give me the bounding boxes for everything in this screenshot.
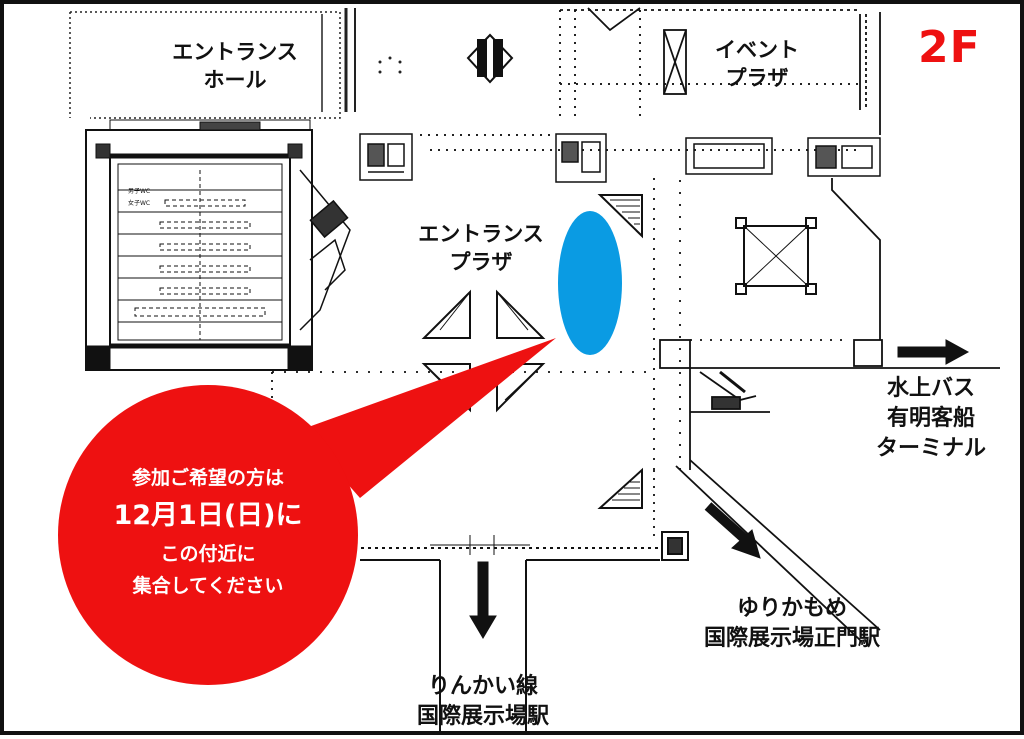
destination-line: ゆりかもめ bbox=[736, 596, 847, 621]
destination-line: 水上バス bbox=[886, 376, 975, 401]
area-label-entrance-plaza: エントランス プラザ bbox=[406, 220, 556, 276]
floor-level-label: 2F bbox=[918, 22, 981, 73]
upper-walkway-lines bbox=[420, 10, 860, 151]
destination-line: 国際展示場正門駅 bbox=[703, 626, 880, 651]
arrow-down-icon bbox=[469, 561, 497, 639]
area-label-line: プラザ bbox=[725, 66, 789, 90]
building-edges bbox=[271, 178, 1000, 641]
arrow-right-icon bbox=[897, 339, 970, 365]
plaza-triangles bbox=[421, 194, 643, 509]
restroom-women-label: 女子WC bbox=[128, 200, 151, 207]
destination-yurikamome: ゆりかもめ 国際展示場正門駅 bbox=[682, 594, 902, 654]
entrance-hall-structure bbox=[69, 8, 356, 119]
destination-line: ターミナル bbox=[875, 436, 986, 461]
destination-line: 有明客船 bbox=[886, 406, 975, 431]
direction-arrows bbox=[469, 339, 970, 639]
meeting-spot-marker bbox=[558, 211, 622, 355]
meeting-callout bbox=[58, 338, 556, 685]
callout-date: 12月1日(日)に bbox=[113, 500, 303, 531]
event-plaza-structure bbox=[560, 7, 881, 135]
callout-line-3: この付近に bbox=[160, 543, 256, 565]
area-label-line: エントランス bbox=[418, 222, 544, 246]
area-label-line: イベント bbox=[715, 38, 799, 62]
lower-bridge bbox=[340, 531, 689, 735]
area-label-line: エントランス bbox=[172, 40, 298, 64]
area-label-entrance-hall: エントランス ホール bbox=[160, 38, 310, 94]
restroom-men-label: 男子WC bbox=[128, 188, 151, 195]
area-label-line: プラザ bbox=[449, 250, 513, 274]
destination-water-bus: 水上バス 有明客船 ターミナル bbox=[866, 374, 996, 464]
hall-side-stair bbox=[299, 169, 351, 331]
top-escalator bbox=[466, 33, 514, 84]
callout-line-1: 参加ご希望の方は bbox=[131, 467, 284, 489]
area-label-line: ホール bbox=[203, 68, 267, 92]
area-label-event-plaza: イベント プラザ bbox=[698, 36, 816, 92]
arrow-diagonal-icon bbox=[704, 502, 761, 559]
stair-core-right bbox=[685, 137, 881, 177]
stair-core-center bbox=[555, 133, 607, 183]
destination-line: りんかい線 bbox=[427, 674, 538, 699]
main-hall bbox=[85, 119, 313, 371]
callout-line-4: 集合してください bbox=[132, 575, 284, 597]
event-plaza-tower bbox=[735, 217, 817, 295]
callout-message: 参加ご希望の方は 12月1日(日)に この付近に 集合してください bbox=[70, 462, 346, 602]
entrance-hall-dots bbox=[378, 56, 402, 74]
destination-rinkai: りんかい線 国際展示場駅 bbox=[398, 672, 568, 732]
destination-line: 国際展示場駅 bbox=[416, 704, 549, 729]
stair-core-left bbox=[359, 133, 413, 181]
plaza-hatching bbox=[610, 199, 640, 501]
